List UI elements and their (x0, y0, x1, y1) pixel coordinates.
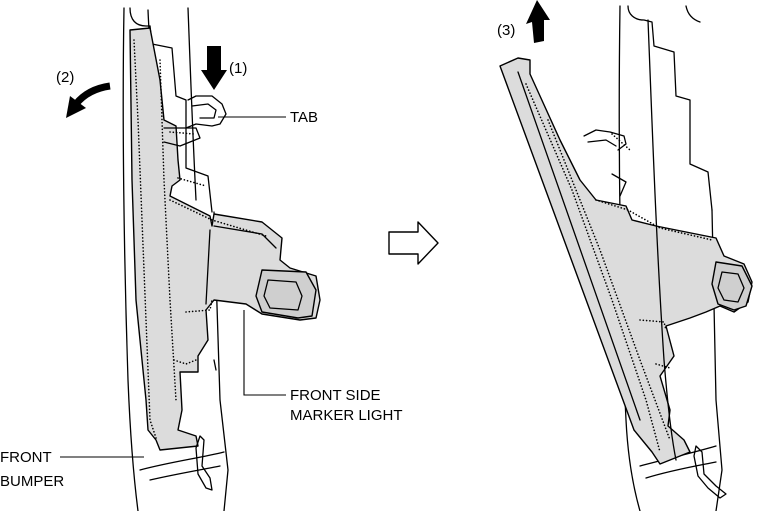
curved-arrow-left-icon (66, 82, 111, 118)
step-1-label: (1) (229, 60, 247, 77)
bumper-clip-right (693, 445, 727, 499)
tab-right (583, 129, 631, 151)
tab-label: TAB (290, 109, 318, 126)
arrow-up-icon (526, 0, 550, 43)
left-view: (1) (2) TAB FRONT SIDE MARKER LIGHT FRON… (0, 7, 403, 511)
right-view: (3) (497, 0, 753, 511)
bumper-edges-right (647, 19, 677, 461)
step-2-label: (2) (56, 69, 74, 86)
hollow-arrow-right-icon (388, 221, 439, 265)
front-side-marker-light-right (499, 57, 753, 465)
front-bumper-label-line2: BUMPER (0, 473, 64, 490)
front-side-marker-light-left (129, 27, 321, 451)
front-bumper-label-line1: FRONT (0, 449, 52, 466)
tab-left (163, 95, 227, 147)
marker-light-label-line2: MARKER LIGHT (290, 407, 403, 424)
bumper-clip-left (195, 435, 213, 491)
arrow-down-icon (201, 46, 227, 90)
step-3-label: (3) (497, 22, 515, 39)
leaders-left (60, 116, 286, 458)
marker-light-label-line1: FRONT SIDE (290, 387, 381, 404)
